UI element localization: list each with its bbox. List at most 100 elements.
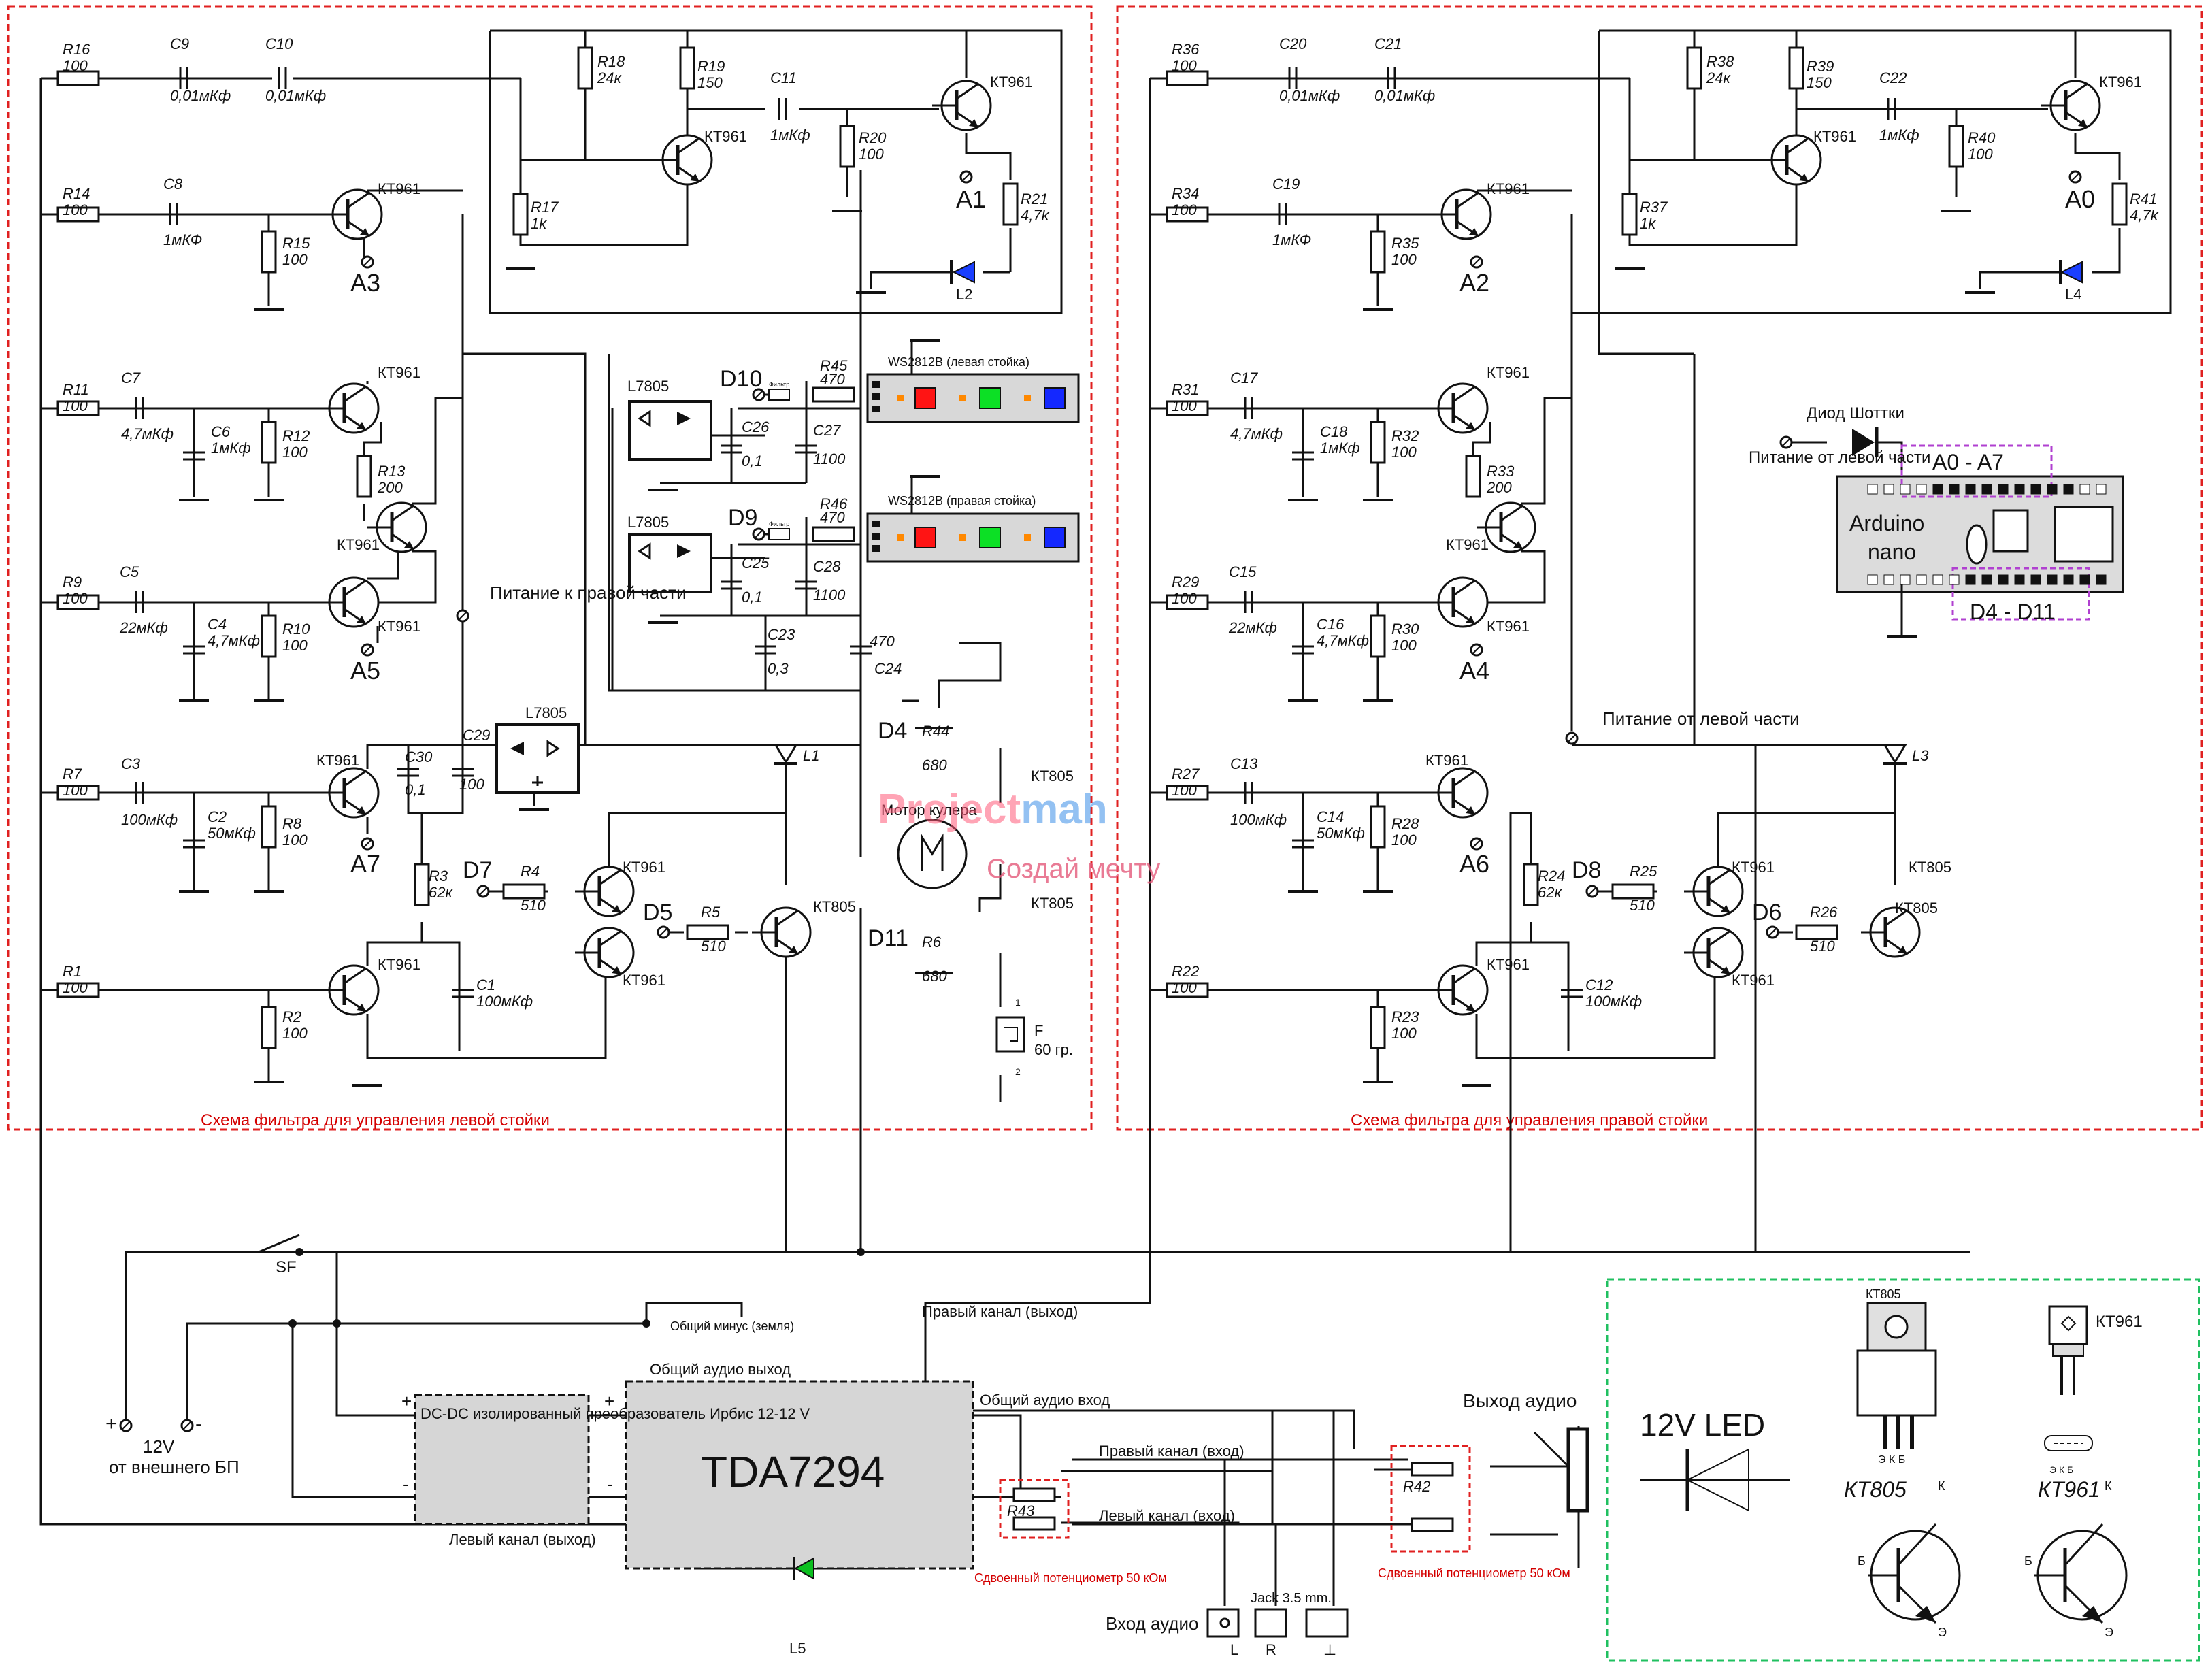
mid-r46-val-label: 470 — [820, 509, 845, 526]
bottom-l5-label: L5 — [789, 1640, 806, 1657]
mid-d11-label: D11 — [868, 925, 908, 951]
right-r33-val-label: 200 — [1486, 479, 1512, 496]
arduino-pin — [1916, 574, 1927, 585]
bottom-sf-label: SF — [276, 1258, 297, 1277]
left-r4-name-label: R4 — [521, 863, 540, 880]
right-r22-name-label: R22 — [1172, 963, 1199, 980]
legend-pins_961-label: Э К Б — [2049, 1464, 2073, 1475]
right-c21-val-label: 0,01мКф — [1374, 87, 1435, 104]
dcdc-minus-out: - — [607, 1474, 613, 1494]
right-c22-val-label: 1мКф — [1879, 127, 1919, 144]
right-r31-val-label: 100 — [1172, 397, 1197, 414]
arduino-a_range-label: A0 - A7 — [1932, 450, 2004, 474]
right-c18-val-label: 1мКф — [1320, 440, 1360, 457]
left-r13-val-label: 200 — [377, 479, 403, 496]
right-r39-val-label: 150 — [1807, 74, 1832, 91]
mid-r44-name-label: R44 — [922, 723, 949, 740]
right-r24-name-label: R24 — [1538, 868, 1565, 885]
thermal-fuse-icon — [995, 1016, 1025, 1053]
left-c30-name-label: C30 — [405, 748, 433, 765]
kt961-label: КТ961 — [1487, 180, 1530, 197]
right-r26-val-label: 510 — [1810, 938, 1835, 955]
audio-input-jack-icon — [1206, 1608, 1349, 1638]
arduino-d_range-label: D4 - D11 — [1970, 599, 2056, 624]
arduino-schottky-label: Диод Шоттки — [1807, 404, 1904, 423]
right-filter-block — [1116, 5, 2203, 1131]
left-r17-val-label: 1k — [531, 215, 547, 232]
potentiometer-r42 — [1390, 1445, 1471, 1553]
left-block-caption: Схема фильтра для управления левой стойк… — [201, 1111, 550, 1130]
right-r26-name-label: R26 — [1810, 904, 1838, 921]
legend-b-label: Б — [1858, 1554, 1866, 1568]
ws2812b-strip-right — [866, 512, 1080, 563]
legend-kt805-label: КТ805 — [1866, 1287, 1901, 1301]
watermark-slogan: Создай мечту — [987, 854, 1160, 884]
mid-r45-name-label: R45 — [820, 357, 848, 374]
arduino-pin-row — [1867, 484, 2107, 585]
right-c19-name-label: C19 — [1272, 176, 1300, 193]
mid-c27-name-label: C27 — [813, 422, 841, 439]
left-c3-name-label: C3 — [121, 755, 141, 772]
arduino-pin — [1883, 484, 1894, 495]
right-r23-name-label: R23 — [1391, 1008, 1419, 1025]
kt805-label: КТ805 — [1909, 859, 1951, 876]
legend-kt805-symbol — [1868, 1523, 1961, 1624]
mid-c26-name-label: C26 — [742, 418, 770, 435]
bottom-right_out-label: Правый канал (выход) — [922, 1303, 1078, 1320]
bottom-left_in-label: Левый канал (вход) — [1099, 1507, 1235, 1524]
right-c14-val-label: 50мКф — [1317, 825, 1365, 842]
left-c1-val-label: 100мКф — [476, 993, 533, 1010]
left-outs-a1-label: A1 — [956, 185, 986, 213]
left-c9-name-label: C9 — [170, 35, 189, 52]
left-c2-name-label: C2 — [208, 808, 227, 825]
kt961-label: КТ961 — [704, 128, 747, 145]
left-r18-name-label: R18 — [597, 53, 625, 70]
left-c11-val-label: 1мКф — [770, 127, 810, 144]
left-r2-name-label: R2 — [282, 1008, 301, 1025]
mid-motor-label: Мотор кулера — [881, 802, 977, 819]
left-c9-val-label: 0,01мКф — [170, 87, 231, 104]
arduino-pin — [1998, 484, 2009, 495]
right-r36-val-label: 100 — [1172, 57, 1197, 74]
l7805-c29-label: L7805 — [525, 704, 567, 721]
bottom-ground-label: Общий минус (земля) — [670, 1319, 794, 1333]
kt961-label: КТ961 — [337, 536, 380, 553]
left-r8-val-label: 100 — [282, 831, 308, 849]
left-r8-name-label: R8 — [282, 815, 302, 832]
right-outs-a2-label: A2 — [1459, 269, 1489, 297]
left-outs-a7-label: A7 — [350, 850, 380, 878]
left-c11-name-label: C11 — [770, 69, 797, 86]
mid-d6-label: D6 — [1752, 900, 1781, 925]
right-block-caption: Схема фильтра для управления правой стой… — [1351, 1111, 1708, 1130]
right-c15-name-label: C15 — [1229, 563, 1257, 580]
right-c14-name-label: C14 — [1317, 808, 1344, 825]
legend-b-label: Б — [2024, 1554, 2032, 1568]
left-c6-name-label: C6 — [211, 423, 231, 440]
right-r35-name-label: R35 — [1391, 235, 1419, 252]
bottom-common_out-label: Общий аудио выход — [650, 1361, 791, 1378]
mid-r46-name-label: R46 — [820, 495, 848, 512]
arduino-pin — [1900, 574, 1911, 585]
legend-kt961-label: КТ961 — [2096, 1313, 2143, 1331]
mid-c27-val-label: 1100 — [813, 450, 846, 467]
mid-c25-val-label: 0,1 — [742, 589, 763, 606]
kt805-label: КТ805 — [1895, 900, 1938, 917]
arduino-pin — [1998, 574, 2009, 585]
arduino-pin — [2014, 574, 2025, 585]
dcdc-minus: - — [403, 1474, 409, 1494]
right-r38-val-label: 24к — [1706, 69, 1731, 86]
kt961-label: КТ961 — [1487, 956, 1530, 973]
kt961-label: КТ961 — [2099, 73, 2142, 90]
led-l2-icon — [950, 260, 975, 284]
left-led-label: L2 — [956, 286, 972, 303]
dcdc-label: DC-DC изолированный преобразователь Ирби… — [420, 1405, 810, 1422]
arduino-pin — [2047, 574, 2058, 585]
right-r34-val-label: 100 — [1172, 201, 1197, 218]
right-r27-val-label: 100 — [1172, 782, 1197, 799]
right-c17-val-label: 4,7мКф — [1230, 425, 1283, 442]
left-r11-val-label: 100 — [63, 397, 88, 414]
bottom-jack_g-label: ⊥ — [1323, 1641, 1336, 1658]
left-l1-label: L1 — [803, 747, 819, 764]
legend-kt961-symbol-label: КТ961 — [2038, 1477, 2100, 1502]
left-regulator-c29 — [495, 723, 580, 794]
